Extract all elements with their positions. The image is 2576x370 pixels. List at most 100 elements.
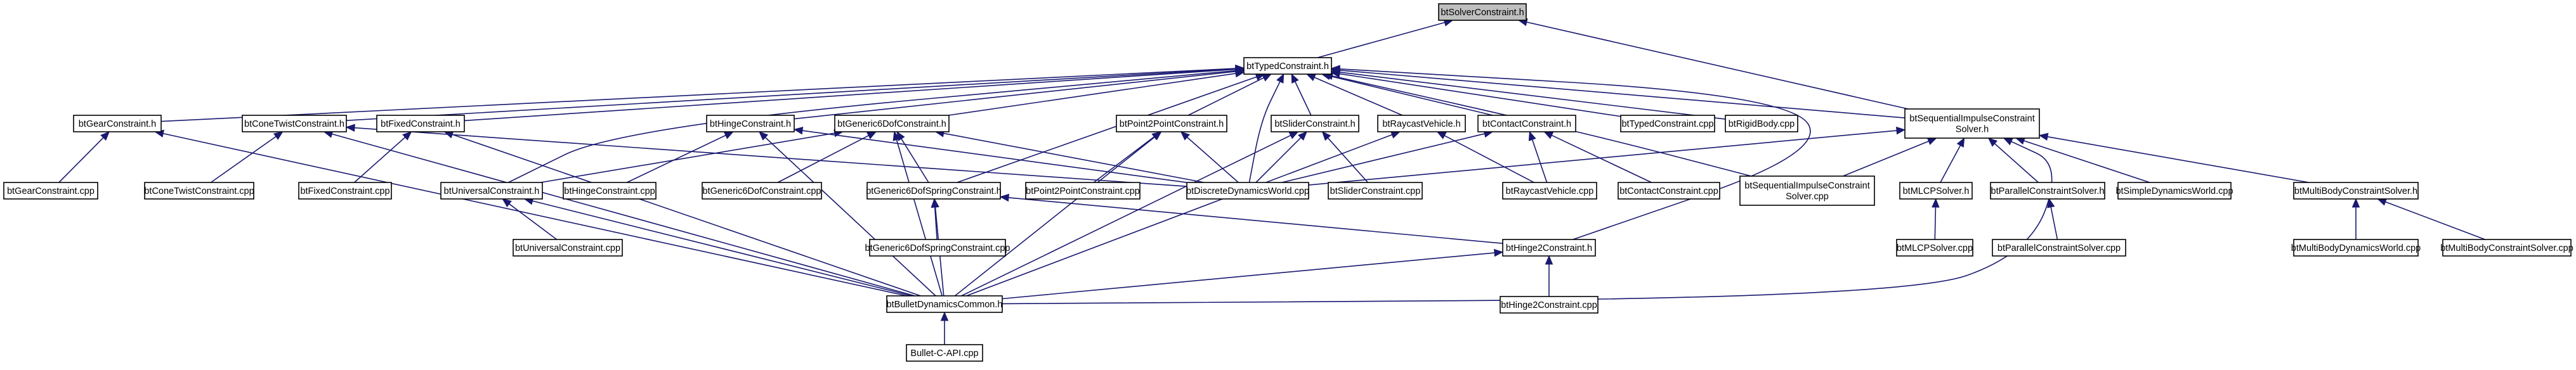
node-box[interactable] [869,239,1006,257]
node-box[interactable] [1438,3,1527,21]
node-box[interactable] [1739,175,1875,206]
node-box[interactable] [906,344,983,362]
node-box[interactable] [1500,296,1599,314]
node-label: btHingeConstraint.h [710,119,791,129]
edge-mlcp-to-sis [1940,145,1961,183]
node-hinge[interactable]: btHingeConstraint.h [706,115,795,132]
node-mbcscpp[interactable]: btMultiBodyConstraintSolver.cpp [2440,239,2573,257]
node-box[interactable] [866,182,1001,200]
arrowhead [723,131,734,139]
node-slidercpp[interactable]: btSliderConstraint.cpp [1328,182,1423,200]
node-box[interactable] [1992,239,2126,257]
node-typedcpp[interactable]: btTypedConstraint.cpp [1620,115,1715,132]
node-box[interactable] [513,239,623,257]
node-label: btHinge2Constraint.h [1506,243,1592,253]
node-common[interactable]: btBulletDynamicsCommon.h [886,295,1003,313]
node-box[interactable] [298,182,392,200]
arrowhead [1180,131,1190,141]
node-capi[interactable]: Bullet-C-API.cpp [906,344,983,362]
node-box[interactable] [1186,182,1309,200]
node-slider[interactable]: btSliderConstraint.h [1271,115,1359,132]
node-box[interactable] [834,115,950,132]
node-box[interactable] [1904,108,2040,139]
node-p2p[interactable]: btPoint2PointConstraint.h [1116,115,1227,132]
node-ddw[interactable]: btDiscreteDynamicsWorld.cpp [1186,182,1309,200]
node-rigidcpp[interactable]: btRigidBody.cpp [1725,115,1798,132]
edge-hinge2-to-g6dofspring [1008,197,1503,245]
node-g6dof[interactable]: btGeneric6DofConstraint.h [834,115,950,132]
node-box[interactable] [242,115,347,132]
edge-raycast-to-typed [1314,77,1403,116]
node-box[interactable] [1725,115,1798,132]
arrowhead [1276,73,1285,84]
node-label: btFixedConstraint.cpp [300,186,389,196]
node-raycast[interactable]: btRaycastVehicle.h [1377,115,1466,132]
node-box[interactable] [1025,182,1141,200]
node-box[interactable] [1618,182,1720,200]
node-box[interactable] [1896,239,1973,257]
node-box[interactable] [1620,115,1715,132]
node-box[interactable] [563,182,657,200]
node-hinge2cpp[interactable]: btHinge2Constraint.cpp [1500,296,1599,314]
node-parallelcpp[interactable]: btParallelConstraintSolver.cpp [1992,239,2126,257]
node-label: btPoint2PointConstraint.cpp [1026,186,1140,196]
node-mbdwcpp[interactable]: btMultiBodyDynamicsWorld.cpp [2291,239,2421,257]
node-g6dofspring[interactable]: btGeneric6DofSpringConstraint.h [866,182,1002,200]
node-g6dofcpp[interactable]: btGeneric6DofConstraint.cpp [702,182,822,200]
node-box[interactable] [1502,182,1597,200]
node-box[interactable] [144,182,254,200]
node-conecpp[interactable]: btConeTwistConstraint.cpp [144,182,254,200]
node-universalcpp[interactable]: btUniversalConstraint.cpp [513,239,623,257]
node-box[interactable] [73,115,162,132]
node-box[interactable] [376,115,465,132]
node-box[interactable] [702,182,822,200]
node-gear[interactable]: btGearConstraint.h [73,115,162,132]
node-box[interactable] [2117,182,2232,200]
node-box[interactable] [2293,182,2419,200]
node-label: btGeneric6DofConstraint.cpp [703,186,821,196]
node-contactcpp[interactable]: btContactConstraint.cpp [1618,182,1720,200]
node-parallel[interactable]: btParallelConstraintSolver.h [1990,182,2105,200]
node-fixed[interactable]: btFixedConstraint.h [376,115,465,132]
node-simplecpp[interactable]: btSimpleDynamicsWorld.cpp [2115,182,2233,200]
node-box[interactable] [1899,182,1973,200]
node-box[interactable] [1243,57,1332,75]
node-box[interactable] [1990,182,2105,200]
node-mlcpcpp[interactable]: btMLCPSolver.cpp [1896,239,1973,257]
node-label: btConeTwistConstraint.cpp [144,186,254,196]
node-mlcp[interactable]: btMLCPSolver.h [1899,182,1973,200]
node-box[interactable] [1377,115,1466,132]
node-typed[interactable]: btTypedConstraint.h [1243,57,1332,75]
node-gearcpp[interactable]: btGearConstraint.cpp [3,182,98,200]
node-p2pcpp[interactable]: btPoint2PointConstraint.cpp [1025,182,1141,200]
node-box[interactable] [2442,239,2572,257]
node-box[interactable] [1116,115,1227,132]
node-box[interactable] [3,182,98,200]
edge-universal-to-g6dof [540,132,835,183]
edge-universalcpp-to-universal [509,203,558,240]
node-box[interactable] [1502,239,1596,257]
node-hingecpp[interactable]: btHingeConstraint.cpp [563,182,657,200]
node-box[interactable] [440,182,543,200]
node-fixedcpp[interactable]: btFixedConstraint.cpp [298,182,392,200]
node-contact[interactable]: btContactConstraint.h [1477,115,1576,132]
node-box[interactable] [706,115,795,132]
node-box[interactable] [1328,182,1423,200]
node-cone[interactable]: btConeTwistConstraint.h [242,115,347,132]
node-universal[interactable]: btUniversalConstraint.h [440,182,543,200]
arrowhead [866,131,877,139]
arrowhead [1932,198,1940,208]
node-hinge2[interactable]: btHinge2Constraint.h [1502,239,1596,257]
node-box[interactable] [886,295,1003,313]
node-g6dofspringcpp[interactable]: btGeneric6DofSpringConstraint.cpp [865,239,1010,257]
node-mbcs[interactable]: btMultiBodyConstraintSolver.h [2293,182,2419,200]
node-box[interactable] [1477,115,1576,132]
node-box[interactable] [1271,115,1359,132]
arrowhead [1330,65,1340,73]
node-root[interactable]: btSolverConstraint.h [1438,3,1527,21]
node-box[interactable] [2293,239,2419,257]
node-raycastcpp[interactable]: btRaycastVehicle.cpp [1502,182,1597,200]
